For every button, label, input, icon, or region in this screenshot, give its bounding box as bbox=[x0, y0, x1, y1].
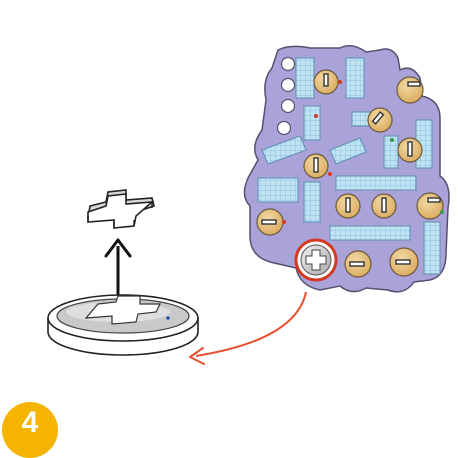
step-number: 4 bbox=[21, 406, 39, 439]
curved-arrow-icon bbox=[189, 291, 307, 365]
plus-coin-icon bbox=[47, 294, 199, 356]
instruction-scene bbox=[47, 45, 450, 365]
solar-board-icon bbox=[243, 45, 450, 293]
plus-button-icon bbox=[294, 238, 338, 282]
plus-piece-icon bbox=[87, 189, 155, 229]
step-number-badge: 4 bbox=[2, 402, 58, 458]
